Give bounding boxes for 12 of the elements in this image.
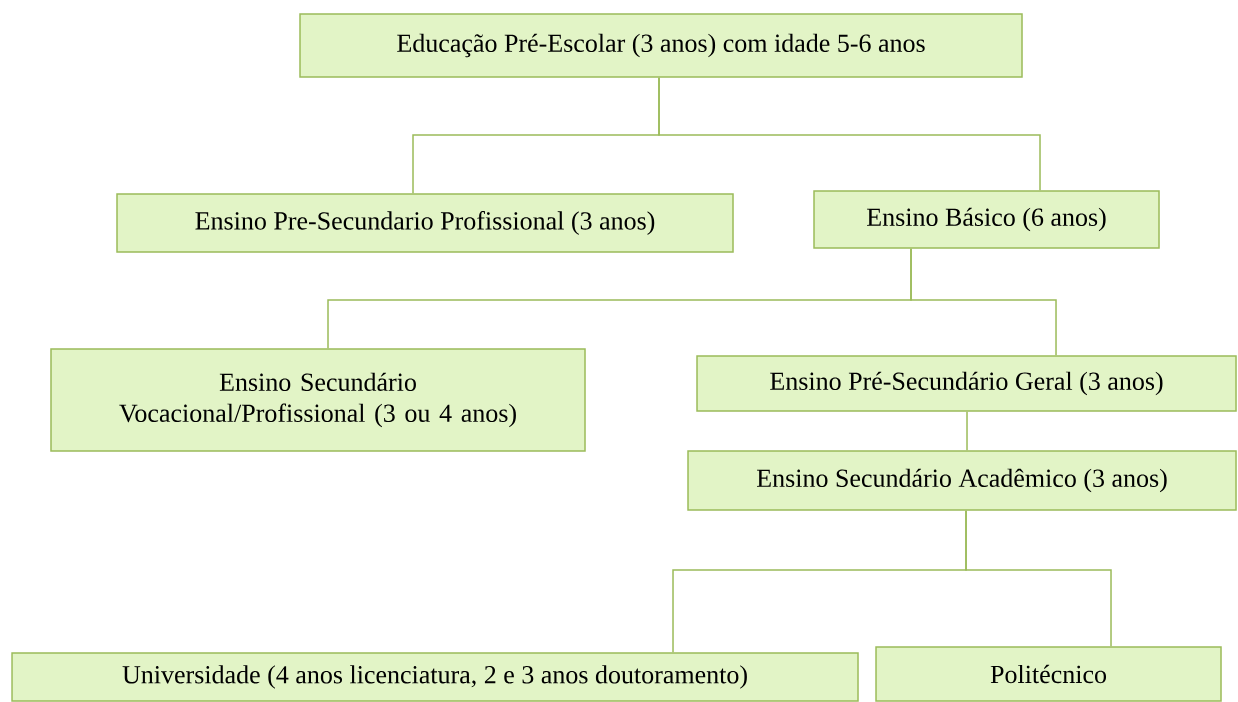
education-level-box: Politécnico xyxy=(875,646,1222,702)
education-level-box: Educação Pré-Escolar (3 anos) com idade 5-6 anos xyxy=(299,13,1023,78)
connector-line xyxy=(966,411,968,451)
connector-line xyxy=(658,77,1041,191)
connector-line xyxy=(965,510,1112,647)
education-level-box: Ensino Secundário Vocacional/Profissional (3 ou 4 anos) xyxy=(50,348,586,452)
education-level-box: Ensino Básico (6 anos) xyxy=(813,190,1160,249)
connector-line xyxy=(910,248,1057,356)
education-level-box: Universidade (4 anos licenciatura, 2 e 3 anos doutoramento) xyxy=(11,652,859,702)
education-level-box: Ensino Pre-Secundario Profissional (3 anos) xyxy=(116,193,734,253)
education-level-box: Ensino Secundário Acadêmico (3 anos) xyxy=(687,450,1237,511)
education-level-box: Ensino Pré-Secundário Geral (3 anos) xyxy=(696,355,1237,412)
